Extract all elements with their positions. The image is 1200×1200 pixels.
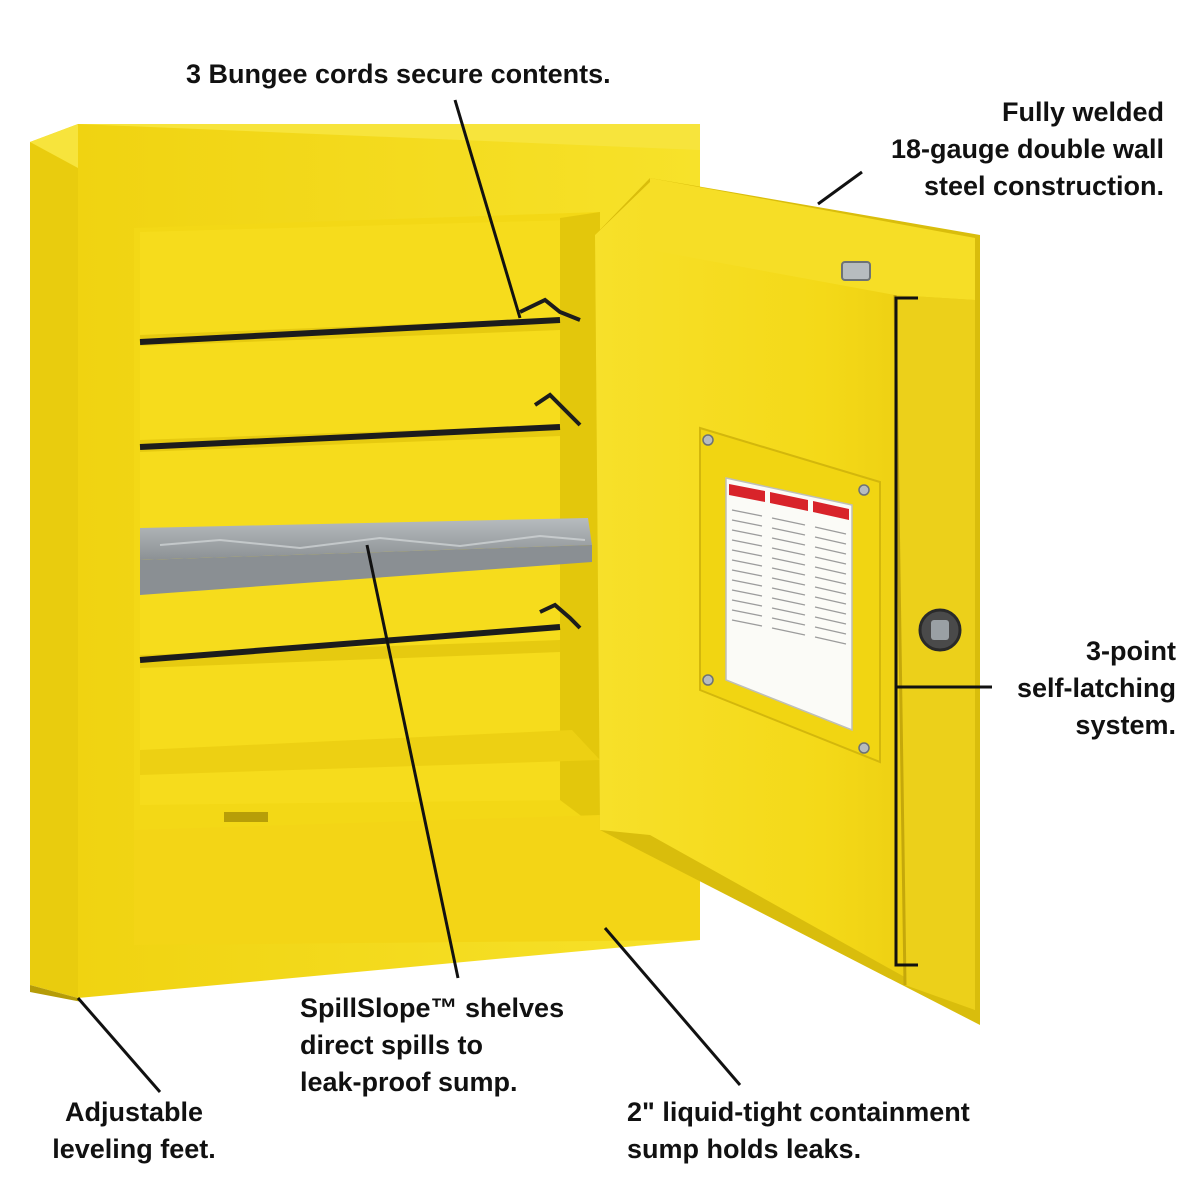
callout-bungee-text: 3 Bungee cords secure contents. bbox=[186, 59, 611, 89]
lock-icon bbox=[918, 608, 962, 652]
callout-construction-line-3: steel construction. bbox=[923, 171, 1164, 201]
sump-drain bbox=[224, 812, 268, 822]
sump-front bbox=[134, 815, 700, 945]
callout-construction-line-2: 18-gauge double wall bbox=[890, 134, 1164, 164]
callout-leveling-feet: Adjustable leveling feet. bbox=[36, 1094, 232, 1168]
callout-latching: 3-point self-latching system. bbox=[1017, 633, 1176, 744]
leader-line-sump bbox=[603, 927, 742, 1086]
leader-line-feet bbox=[76, 997, 162, 1093]
callout-construction-line-1: Fully welded bbox=[1001, 97, 1164, 127]
callout-feet-line-1: Adjustable bbox=[64, 1097, 204, 1127]
cabinet-door bbox=[595, 178, 980, 1025]
bungee-cord bbox=[139, 424, 561, 450]
callout-spillslope-line-3: leak-proof sump. bbox=[300, 1067, 518, 1097]
leader-line-construction bbox=[817, 170, 863, 206]
shelf-texture bbox=[159, 534, 586, 550]
leader-line-bungee bbox=[453, 99, 522, 319]
warning-label-icon bbox=[725, 477, 853, 732]
screw-icons bbox=[702, 434, 870, 754]
bungee-cord bbox=[139, 624, 561, 663]
callout-bungee-cords: 3 Bungee cords secure contents. bbox=[186, 56, 611, 93]
callout-sump: 2" liquid-tight containment sump holds l… bbox=[627, 1094, 970, 1168]
callout-construction: Fully welded 18-gauge double wall steel … bbox=[891, 94, 1164, 205]
callout-latching-line-1: 3-point bbox=[1086, 636, 1176, 666]
callout-latching-line-2: self-latching bbox=[1016, 673, 1176, 703]
leader-lines bbox=[76, 99, 992, 1093]
spillslope-shelf bbox=[140, 518, 592, 595]
bungee-hook bbox=[539, 602, 582, 630]
sump-inner-ledge bbox=[140, 730, 600, 775]
leader-line-latching bbox=[894, 296, 918, 967]
callout-spillslope-line-2: direct spills to bbox=[300, 1030, 484, 1060]
callout-latching-line-3: system. bbox=[1075, 710, 1176, 740]
screw-icon bbox=[702, 434, 714, 446]
cabinet-left-side bbox=[30, 124, 78, 998]
bungee-cord bbox=[139, 317, 561, 345]
screw-icon bbox=[858, 484, 870, 496]
callout-sump-line-1: 2" liquid-tight containment bbox=[627, 1097, 970, 1127]
callout-spillslope-line-1: SpillSlope™ shelves bbox=[300, 993, 565, 1023]
callout-sump-line-2: sump holds leaks. bbox=[627, 1134, 862, 1164]
leader-line-spillslope bbox=[365, 544, 460, 979]
screw-icon bbox=[702, 674, 714, 686]
screw-icon bbox=[858, 742, 870, 754]
leveling-foot bbox=[30, 985, 82, 1002]
door-top-latch bbox=[841, 261, 871, 281]
door-top-lip bbox=[650, 178, 975, 300]
door-hinge-edge bbox=[895, 295, 975, 1010]
interior-back-wall bbox=[140, 220, 572, 805]
shelf-ledge-low bbox=[140, 640, 560, 668]
bungee-cords bbox=[139, 297, 582, 663]
bungee-hook bbox=[533, 392, 582, 427]
callout-spillslope: SpillSlope™ shelves direct spills to lea… bbox=[300, 990, 564, 1101]
bungee-hook bbox=[519, 297, 581, 322]
callout-feet-line-2: leveling feet. bbox=[52, 1134, 216, 1164]
shelf-front-edge bbox=[140, 545, 592, 595]
